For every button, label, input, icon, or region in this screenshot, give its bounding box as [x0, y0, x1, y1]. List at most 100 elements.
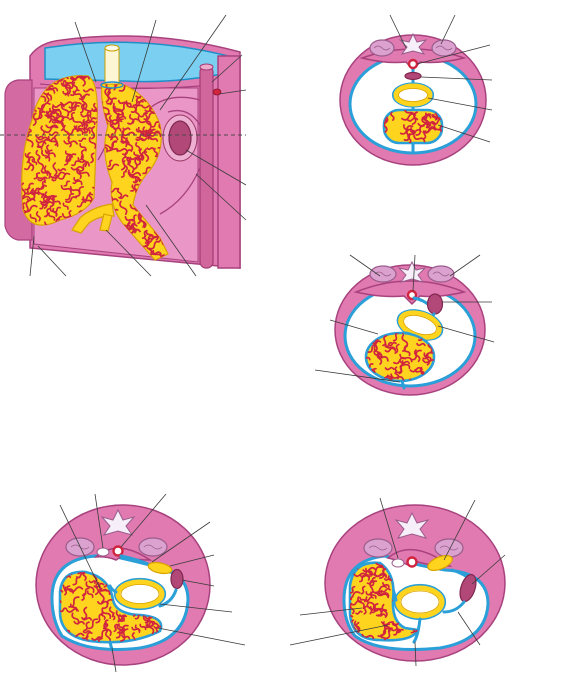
vessel-squiggle	[139, 112, 148, 118]
kidney-right-detail	[432, 271, 450, 277]
vessel-squiggle	[109, 132, 114, 141]
spleen-primordium	[404, 71, 422, 81]
leader-line	[105, 229, 152, 277]
vessel-squiggle	[119, 200, 128, 216]
vessel-squiggle	[131, 214, 137, 222]
vessel-squiggle	[27, 156, 35, 172]
vessel-squiggle	[51, 105, 62, 116]
panel-cross-section-3	[35, 493, 246, 673]
vessel-squiggle	[71, 612, 80, 625]
leader-line	[111, 647, 117, 673]
vessel-squiggle	[79, 149, 86, 161]
vessel-squiggle	[48, 212, 56, 221]
vessel-squiggle	[143, 112, 156, 121]
vessel-squiggle	[396, 628, 404, 634]
leader-line	[181, 579, 215, 587]
vessel-squiggle	[63, 154, 71, 166]
vessel-squiggle	[87, 118, 96, 126]
stomach-lumen	[403, 314, 437, 336]
panel-cross-section-1	[339, 14, 493, 166]
vessel-squiggle	[77, 571, 84, 575]
vessel-squiggle	[117, 614, 126, 622]
vessel-squiggle	[366, 601, 373, 615]
vessel-squiggle	[399, 360, 411, 365]
liver-vessel-pattern	[384, 110, 442, 143]
vessel-squiggle	[107, 133, 119, 141]
vessel-squiggle	[98, 587, 105, 604]
vessel-squiggle	[350, 614, 354, 621]
leader-line	[37, 245, 67, 277]
vessel-squiggle	[82, 88, 94, 93]
kidney-left-detail	[368, 545, 388, 551]
vessel-squiggle	[135, 128, 143, 136]
vessel-squiggle	[58, 172, 71, 180]
vessel-squiggle	[375, 609, 388, 617]
vessel-squiggle	[350, 591, 361, 600]
vessel-squiggle	[364, 571, 371, 581]
stomach-lumen	[400, 590, 440, 614]
vessel-squiggle	[37, 143, 43, 150]
vessel-squiggle	[60, 598, 62, 604]
panel-block-view	[0, 14, 247, 277]
vessel-squiggle	[62, 90, 70, 97]
leader-line	[427, 97, 493, 111]
vessel-squiggle	[85, 117, 97, 124]
lesser-omentum	[108, 584, 118, 594]
vessel-squiggle	[99, 585, 111, 596]
vessel-squiggle	[366, 355, 371, 361]
cardia-ring	[100, 81, 124, 89]
vessel-squiggle	[60, 103, 70, 117]
leader-line	[74, 21, 97, 83]
vessel-squiggle	[40, 125, 46, 135]
vessel-squiggle	[383, 577, 392, 581]
kidney-right-detail	[143, 544, 163, 550]
vessel-squiggle	[136, 151, 148, 161]
dorsal-mesogastrium	[149, 96, 201, 109]
vessel-squiggle	[415, 124, 425, 136]
vessel-squiggle	[143, 234, 148, 244]
vessel-squiggle	[81, 616, 93, 621]
vessel-squiggle	[108, 114, 114, 127]
leader-line	[94, 493, 104, 549]
inferior-vena-cava	[96, 547, 110, 557]
vessel-squiggle	[390, 111, 395, 121]
vessel-squiggle	[106, 97, 117, 105]
aorta-top	[199, 63, 214, 71]
vessel-squiggle	[73, 176, 83, 186]
vessel-squiggle	[79, 162, 87, 172]
falciform-ligament	[108, 640, 114, 652]
vessel-squiggle	[64, 585, 71, 592]
vessel-squiggle	[86, 590, 94, 599]
vessel-squiggle	[425, 352, 431, 366]
vessel-squiggle	[82, 196, 93, 205]
vessel-squiggle	[75, 185, 85, 198]
vessel-squiggle	[410, 349, 422, 361]
aorta	[407, 58, 419, 70]
vessel-squiggle	[60, 607, 68, 613]
vessel-squiggle	[382, 334, 388, 347]
vessel-squiggle	[153, 147, 158, 157]
vessel-squiggle	[113, 84, 118, 88]
vessel-squiggle	[135, 141, 141, 152]
vessel-squiggle	[44, 207, 51, 218]
spleen	[426, 293, 444, 315]
vessel-squiggle	[387, 341, 397, 347]
leader-line	[349, 254, 381, 277]
leader-line	[157, 627, 246, 646]
vessel-squiggle	[363, 605, 368, 615]
vessel-squiggle	[33, 110, 46, 121]
vessel-squiggle	[139, 215, 147, 229]
vessel-squiggle	[143, 148, 150, 162]
leader-line	[151, 521, 211, 563]
vessel-squiggle	[85, 581, 95, 593]
vessel-squiggle	[104, 87, 110, 103]
vessel-squiggle	[121, 131, 129, 146]
vessel-squiggle	[146, 620, 155, 635]
vessel-squiggle	[87, 618, 99, 630]
vessel-squiggle	[80, 113, 92, 119]
vessel-squiggle	[82, 103, 92, 117]
stomach-lumen	[398, 88, 428, 102]
vessel-squiggle	[116, 112, 121, 121]
vessel-squiggle	[21, 182, 26, 198]
vessel-squiggle	[377, 590, 390, 597]
